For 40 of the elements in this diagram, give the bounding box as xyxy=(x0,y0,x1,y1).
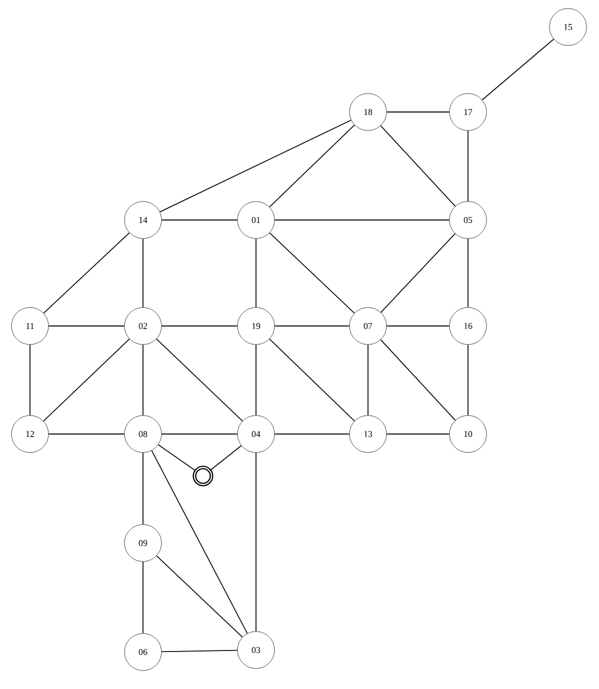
graph-node: 16 xyxy=(449,307,487,345)
graph-node: 07 xyxy=(349,307,387,345)
edge-line xyxy=(161,650,238,652)
graph-node: 10 xyxy=(449,415,487,453)
edge-line xyxy=(142,238,144,308)
edge-line xyxy=(380,125,456,207)
graph-node: 11 xyxy=(11,307,49,345)
edge-line xyxy=(142,561,144,634)
edge-line xyxy=(43,338,130,422)
graph-node: 15 xyxy=(549,8,587,46)
edge-line xyxy=(269,232,355,314)
graph-node: 18 xyxy=(349,93,387,131)
graph-node: 14 xyxy=(124,201,162,239)
edge-line xyxy=(159,120,352,212)
edge-line xyxy=(156,555,243,638)
graph-node: 19 xyxy=(237,307,275,345)
edge-line xyxy=(43,232,130,314)
edge-line xyxy=(142,344,144,416)
graph-node: 04 xyxy=(237,415,275,453)
edge-line xyxy=(269,124,355,208)
edge-line xyxy=(210,445,242,471)
edge-line xyxy=(151,450,248,634)
graph-node: 02 xyxy=(124,307,162,345)
graph-node: 13 xyxy=(349,415,387,453)
edge-line xyxy=(482,38,554,100)
edge-line xyxy=(380,339,456,421)
edge-line xyxy=(269,338,355,422)
edge-line xyxy=(156,338,243,422)
graph-node: 05 xyxy=(449,201,487,239)
edge-line xyxy=(380,233,456,313)
graph-node: 08 xyxy=(124,415,162,453)
edge-line xyxy=(158,444,196,472)
edge-line xyxy=(142,452,144,525)
graph-node: 17 xyxy=(449,93,487,131)
graph-node: 06 xyxy=(124,633,162,671)
graph-node: 03 xyxy=(237,631,275,669)
graph-node: 12 xyxy=(11,415,49,453)
graph-node: 01 xyxy=(237,201,275,239)
small-circle xyxy=(192,466,214,486)
graph-node: 09 xyxy=(124,524,162,562)
